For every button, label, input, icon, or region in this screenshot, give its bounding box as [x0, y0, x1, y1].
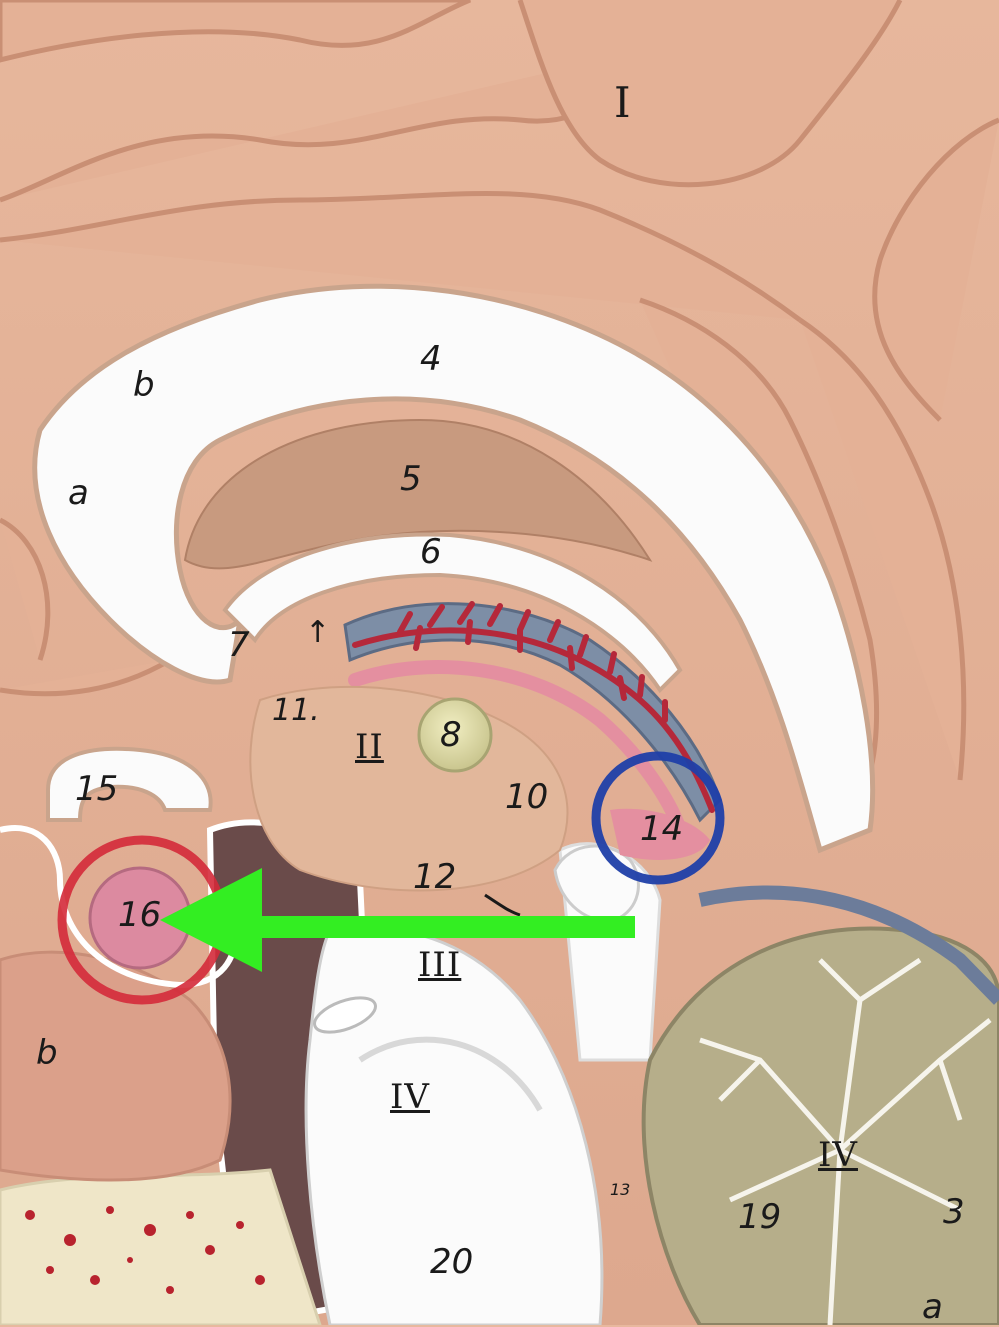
label-4: 4: [420, 339, 442, 379]
label-b-bottom: b: [36, 1033, 58, 1073]
blue-circle-annotation: [591, 751, 725, 885]
brainstem: [304, 926, 604, 1325]
label-12: 12: [413, 857, 457, 897]
label-arrow-up: ↑: [305, 615, 331, 650]
label-IV-brainstem: IV: [390, 1077, 430, 1117]
label-IV-cerebellum: IV: [818, 1135, 858, 1175]
label-a-bottom: a: [922, 1287, 943, 1327]
bone-speckles: [25, 1206, 265, 1294]
label-3: 3: [943, 1192, 965, 1232]
green-arrow-annotation: [160, 868, 635, 972]
label-13: 13: [610, 1180, 631, 1199]
septum-pellucidum: [183, 418, 653, 570]
label-8: 8: [440, 715, 462, 755]
label-6: 6: [420, 532, 442, 572]
brainstem-groove: [358, 1036, 543, 1112]
label-b-top: b: [133, 365, 155, 405]
label-20: 20: [430, 1242, 474, 1282]
label-5: 5: [400, 459, 422, 499]
arbor-vitae: [699, 957, 992, 1325]
interthalamic-adhesion: [417, 697, 493, 773]
label-a-left: a: [68, 473, 89, 513]
label-15: 15: [75, 769, 119, 809]
label-III: III: [418, 945, 462, 985]
optic-outline: [0, 825, 239, 989]
label-7: 7: [228, 625, 250, 665]
structure-15: [46, 746, 213, 822]
label-14: 14: [640, 809, 684, 849]
tentorium: [698, 885, 999, 1005]
sphenoid-bone: [0, 1168, 322, 1325]
label-10: 10: [505, 777, 549, 817]
label-11: 11.: [272, 693, 320, 728]
stria-medullaris: [348, 660, 687, 837]
structure-14: [610, 808, 710, 860]
label-I: I: [614, 78, 632, 127]
label-19: 19: [738, 1197, 782, 1237]
fornix: [222, 532, 683, 694]
label-16: 16: [118, 895, 162, 935]
label-II: II: [355, 727, 384, 767]
small-arrow-12: [484, 893, 521, 917]
brainstem-nodule: [313, 996, 377, 1034]
